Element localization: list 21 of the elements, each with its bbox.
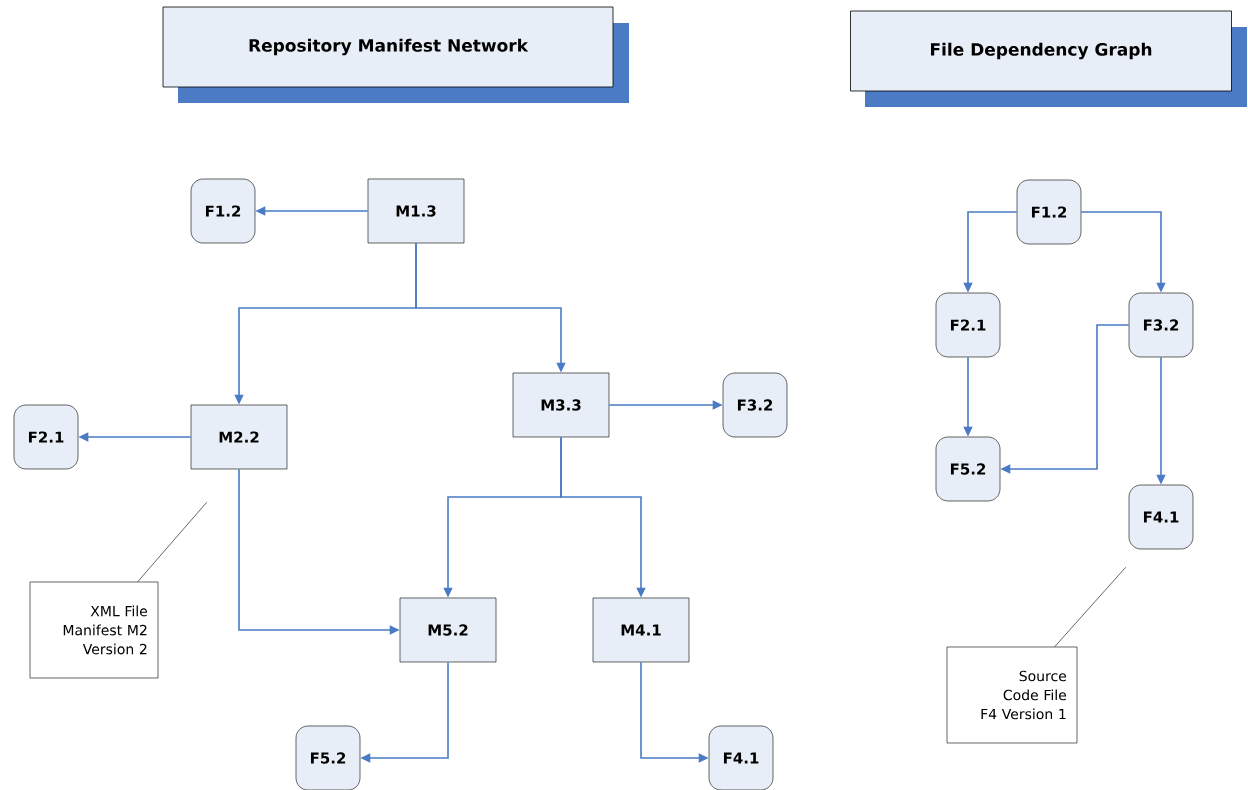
file-box: F3.2 — [722, 372, 788, 438]
leader-line — [137, 502, 207, 582]
file-box: F4.1 — [1128, 484, 1194, 550]
manifest-box: M3.3 — [512, 372, 610, 438]
file-box: F2.1 — [13, 404, 79, 470]
file-box: F1.2 — [1016, 179, 1082, 245]
file-box: F4.1 — [708, 725, 774, 790]
file-box: F5.2 — [935, 436, 1001, 502]
file-box: F5.2 — [295, 725, 361, 790]
leader-line — [1054, 567, 1126, 647]
manifest-box: M1.3 — [367, 178, 465, 244]
file-box: F1.2 — [190, 178, 256, 244]
file-box: F3.2 — [1128, 292, 1194, 358]
callout-box: XML File Manifest M2 Version 2 — [29, 581, 159, 679]
manifest-box: M4.1 — [592, 597, 690, 663]
manifest-box: M2.2 — [190, 404, 288, 470]
manifest-box: M5.2 — [399, 597, 497, 663]
file-box: F2.1 — [935, 292, 1001, 358]
callout-box: Source Code File F4 Version 1 — [946, 646, 1078, 744]
title-box: Repository Manifest Network — [162, 6, 629, 103]
title-box: File Dependency Graph — [850, 10, 1247, 107]
